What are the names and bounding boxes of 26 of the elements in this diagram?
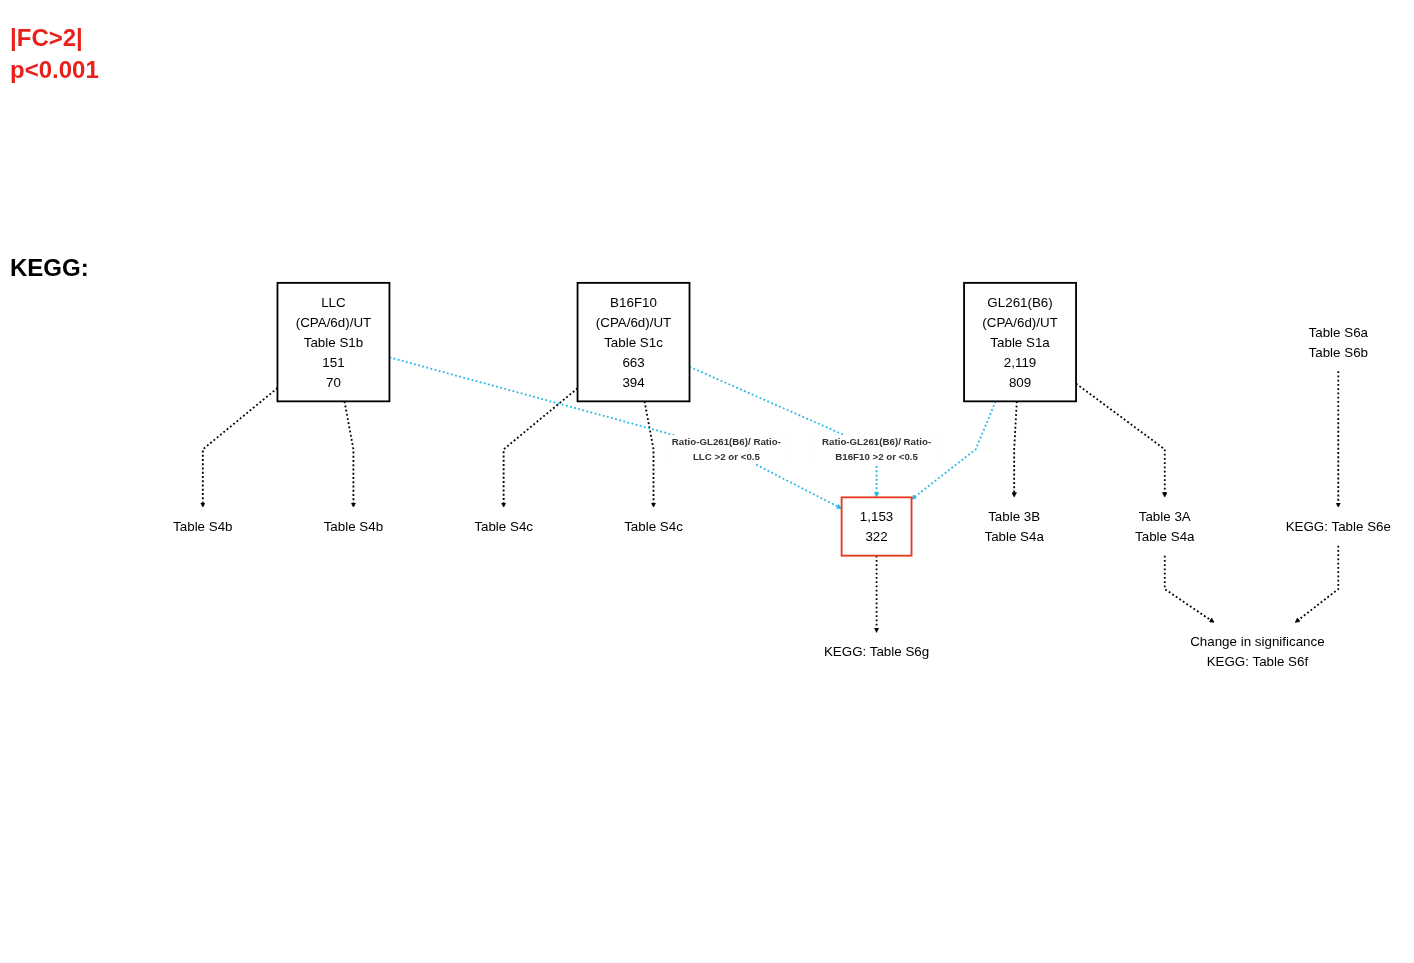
- arrow: [343, 400, 357, 508]
- node-text: Table S6a Table S6b: [1308, 324, 1369, 360]
- node-text: Table S4b: [323, 518, 384, 534]
- arrow: [1335, 370, 1341, 508]
- node-text: Table S4c: [474, 518, 533, 534]
- node-box: B16F10 (CPA/6d)/UT Table S1c 663 394: [576, 281, 691, 402]
- node-box: GL261(B6) (CPA/6d)/UT Table S1a 2,119 809: [963, 281, 1077, 402]
- threshold-note: p<0.001: [10, 56, 100, 84]
- node-text: Table S4b: [173, 518, 233, 534]
- node-text: KEGG: Table S6e: [1285, 518, 1391, 534]
- arrow: [911, 400, 997, 500]
- row-label: KEGG:: [10, 254, 90, 282]
- node-text: Change in significance KEGG: Table S6f: [1190, 633, 1325, 669]
- edge-label: Ratio-GL261(B6)/ Ratio-B16F10 >2 or <0.5: [822, 436, 932, 462]
- node-box: 1,153 322: [840, 496, 913, 557]
- arrow: [1011, 400, 1018, 498]
- edge-label: Ratio-GL261(B6)/ Ratio-LLC >2 or <0.5: [671, 436, 781, 462]
- node-text: Table S4c: [624, 518, 683, 534]
- node-text: KEGG: Table S6g: [823, 643, 930, 659]
- node-text: Table 3B Table S4a: [984, 508, 1044, 544]
- arrow: [1294, 544, 1340, 623]
- node-box: LLC (CPA/6d)/UT Table S1b 151 70: [276, 281, 391, 402]
- arrow: [1163, 554, 1215, 623]
- threshold-note: |FC>2|: [10, 24, 84, 52]
- node-text: Table 3A Table S4a: [1135, 508, 1195, 544]
- arrow: [643, 400, 657, 508]
